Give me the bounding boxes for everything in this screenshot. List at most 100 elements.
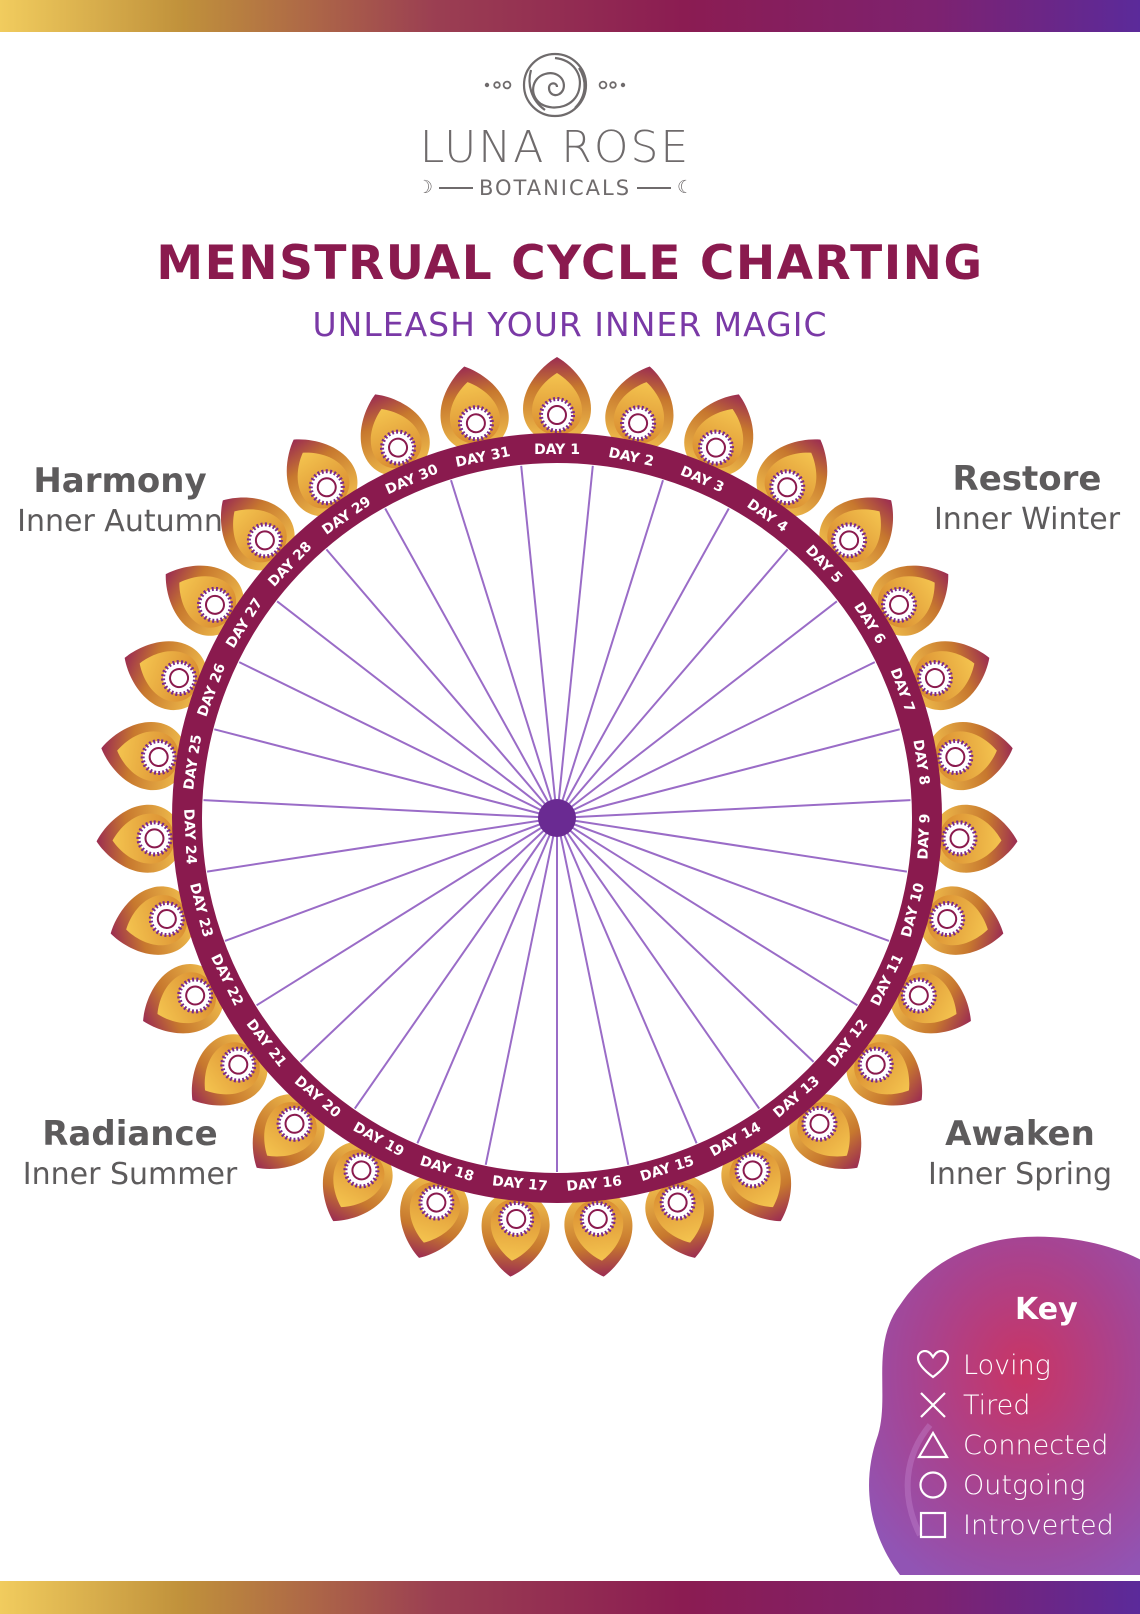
petal (400, 1174, 469, 1258)
petal-ring (96, 357, 1018, 1277)
day-label: DAY 24 (180, 808, 199, 865)
petal (143, 964, 224, 1034)
waxing-moon-icon: ☽ (416, 177, 433, 198)
key-legend: Loving Tired Connected Outgoing Introver… (915, 1345, 1114, 1545)
day-spokes (203, 465, 911, 1172)
petal (721, 1141, 792, 1222)
day-label: DAY 8 (909, 738, 932, 786)
day-ring (172, 433, 942, 1203)
heart-icon (915, 1347, 951, 1383)
season-inner: Inner Winter (933, 501, 1121, 537)
day-spoke (206, 817, 558, 873)
key-item: Loving (915, 1345, 1114, 1385)
triangle-icon (915, 1427, 951, 1463)
day-spoke (520, 465, 558, 819)
bottom-gradient-band (0, 1581, 1140, 1614)
petal (110, 886, 195, 955)
day-spoke (556, 799, 911, 819)
day-spoke (238, 661, 558, 819)
petal (846, 1034, 923, 1106)
season-name: Radiance (42, 1114, 218, 1154)
petal (96, 804, 183, 873)
day-spoke (256, 817, 558, 1007)
season-spring: Awaken Inner Spring (900, 1113, 1140, 1193)
season-autumn: Harmony Inner Autumn (0, 460, 240, 540)
day-label: DAY 17 (491, 1173, 548, 1195)
day-spoke (556, 817, 815, 1063)
season-name: Awaken (945, 1114, 1095, 1154)
day-spoke (299, 817, 558, 1063)
day-spoke (450, 479, 558, 819)
day-spoke (556, 661, 876, 819)
petal (756, 439, 828, 517)
page-subtitle: UNLEASH YOUR INNER MAGIC (312, 305, 828, 344)
petal (322, 1141, 393, 1222)
petal (931, 804, 1018, 873)
day-label: DAY 16 (566, 1173, 623, 1195)
key-title: Key (1015, 1292, 1078, 1327)
day-spoke (214, 728, 558, 819)
petal (605, 366, 674, 452)
day-spoke (556, 728, 900, 819)
day-spoke (556, 817, 908, 873)
petal (927, 722, 1013, 791)
day-spoke (276, 600, 558, 819)
season-summer: Radiance Inner Summer (10, 1113, 250, 1193)
brand-sub: BOTANICALS (478, 176, 632, 200)
rose-icon (484, 52, 626, 118)
day-spoke (556, 817, 630, 1166)
petal (101, 722, 187, 791)
day-spoke (556, 817, 890, 942)
petal (165, 565, 244, 636)
petal (645, 1174, 714, 1258)
petal (220, 497, 295, 571)
wheel-hub (538, 799, 576, 837)
key-watercolor-blob (869, 1236, 1140, 1575)
petal (789, 1094, 862, 1169)
key-label: Tired (963, 1389, 1031, 1421)
key-label: Introverted (963, 1509, 1114, 1541)
petal (360, 394, 430, 477)
day-spoke (556, 600, 838, 819)
waning-moon-icon: ☾ (677, 177, 694, 198)
day-spoke (325, 548, 558, 819)
key-item: Outgoing (915, 1465, 1114, 1505)
key-label: Outgoing (963, 1469, 1086, 1501)
petal (252, 1094, 325, 1169)
day-spoke (556, 817, 858, 1007)
circle-icon (915, 1467, 951, 1503)
season-winter: Restore Inner Winter (907, 458, 1140, 538)
day-label: DAY 9 (915, 813, 933, 860)
day-spoke (556, 817, 698, 1144)
day-label: DAY 1 (534, 442, 580, 458)
petal (124, 641, 208, 711)
key-label: Loving (963, 1349, 1051, 1381)
season-name: Harmony (33, 461, 207, 501)
divider-line (637, 187, 672, 189)
key-item: Introverted (915, 1505, 1114, 1545)
day-spoke (353, 817, 558, 1110)
petal (440, 366, 509, 452)
petal (919, 886, 1004, 955)
page-title: MENSTRUAL CYCLE CHARTING (156, 236, 984, 291)
season-inner: Inner Summer (22, 1156, 238, 1192)
day-spoke (556, 817, 761, 1110)
day-spoke (384, 508, 558, 819)
petal (564, 1191, 633, 1277)
key-label: Connected (963, 1429, 1109, 1461)
season-name: Restore (952, 459, 1102, 499)
petal (523, 357, 591, 443)
key-item: Tired (915, 1385, 1114, 1425)
petal (890, 964, 971, 1034)
x-icon (915, 1387, 951, 1423)
divider-line (438, 187, 473, 189)
day-spoke (203, 799, 558, 819)
day-spoke (556, 548, 789, 819)
day-spoke (556, 479, 664, 819)
brand-name: LUNA ROSE (419, 122, 691, 173)
petal (819, 497, 894, 571)
season-inner: Inner Autumn (17, 503, 223, 539)
day-spoke (484, 817, 558, 1166)
petal (481, 1191, 550, 1277)
